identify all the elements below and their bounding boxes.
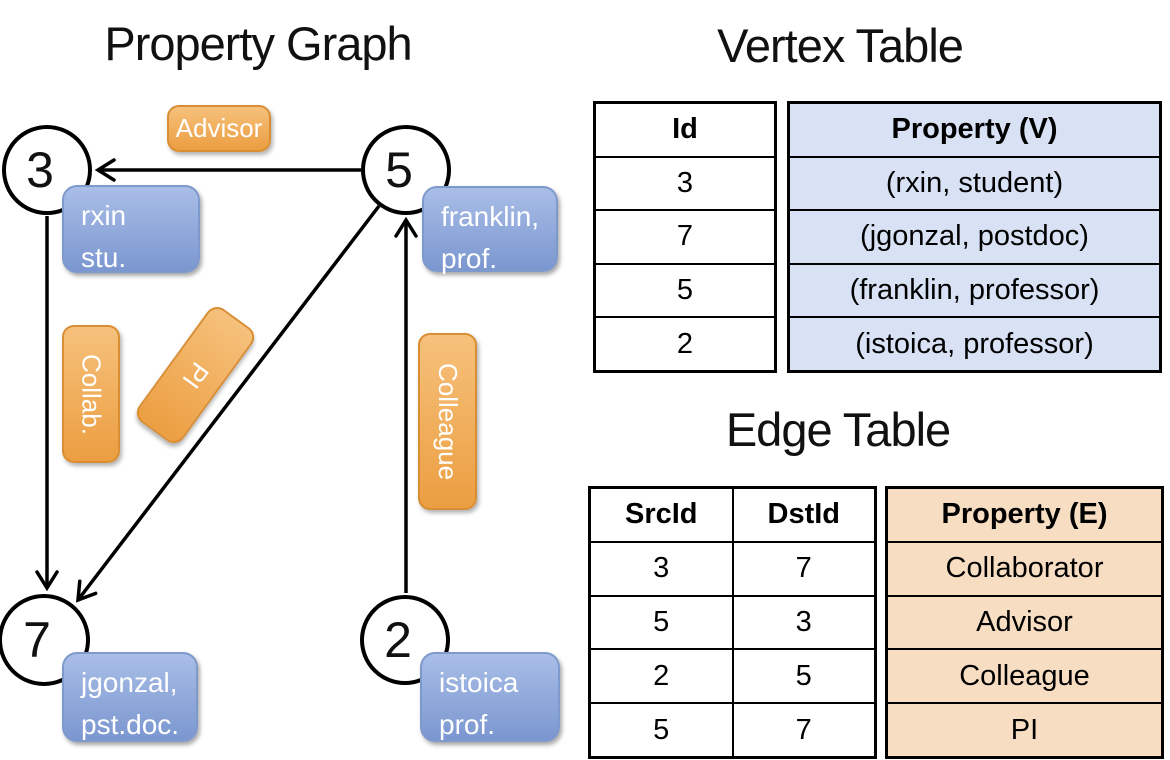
table-cell: 3 [596, 155, 774, 210]
vertex-property-line: pst.doc. [81, 709, 180, 740]
table-cell: 7 [731, 542, 875, 595]
table-cell: PI [888, 702, 1161, 756]
table-cell: 5 [596, 262, 774, 317]
vertex-property-box-5: franklin, prof. [422, 186, 558, 274]
edge-label-collaborator: Collab. [62, 325, 120, 463]
table-cell: 2 [653, 659, 670, 692]
edge-table-title: Edge Table [725, 403, 951, 456]
vertex-id-label: 7 [23, 612, 51, 668]
table-cell: 3 [731, 596, 875, 649]
table-row: 2 5 [591, 648, 875, 703]
graph-edges [35, 158, 418, 603]
vertex-table-property-column: Property (V) (rxin, student) (jgonzal, p… [787, 101, 1162, 373]
vertex-property-box-7: jgonzal, pst.doc. [62, 652, 198, 742]
table-cell: (istoica, professor) [790, 316, 1159, 370]
edge-table-header-srcid: SrcId [624, 498, 698, 531]
vertex-node-5: 5 [361, 125, 451, 215]
vertex-property-line: rxin [81, 200, 127, 231]
vertex-property-line: stu. [81, 242, 127, 273]
vertex-node-2: 2 [360, 595, 450, 685]
table-cell: (rxin, student) [790, 155, 1159, 210]
table-cell: 7 [596, 209, 774, 263]
vertex-property-box-3: rxin stu. [62, 185, 200, 273]
table-cell: 5 [653, 605, 670, 638]
property-graph-diagram: 3 5 7 2 rxin stu. franklin, prof. jgonza… [0, 105, 560, 742]
edge-label-advisor: Advisor [167, 105, 271, 152]
vertex-property-box-2: istoica prof. [420, 652, 560, 742]
edge-table-id-columns: SrcId DstId 3 7 5 3 2 5 5 7 [588, 486, 877, 759]
table-header-row: SrcId DstId [591, 489, 874, 541]
vertex-id-label: 5 [385, 142, 413, 198]
table-cell: (jgonzal, postdoc) [790, 209, 1159, 263]
vertex-table-header-id: Id [672, 113, 698, 146]
vertex-table-title: Vertex Table [717, 19, 964, 72]
table-cell: 3 [653, 552, 670, 585]
table-cell: Collaborator [888, 540, 1161, 595]
table-cell: 7 [731, 704, 875, 756]
table-row: 5 7 [591, 702, 874, 756]
table-cell: Colleague [888, 648, 1161, 702]
table-cell: 5 [653, 713, 670, 746]
table-row: 3 7 [591, 540, 875, 595]
table-cell: 5 [731, 650, 875, 703]
edge-table-header-property: Property (E) [941, 498, 1108, 531]
table-cell: 2 [596, 316, 774, 370]
vertex-property-line: prof. [441, 243, 498, 274]
edge-table-header-dstid: DstId [731, 489, 875, 541]
table-cell: (franklin, professor) [790, 262, 1159, 317]
vertex-property-line: franklin, [441, 201, 540, 232]
vertex-property-line: prof. [439, 709, 496, 740]
edge-pi-5-to-7 [75, 204, 381, 603]
vertex-table-id-column: Id 3 7 5 2 [593, 101, 777, 373]
vertex-property-line: istoica [439, 667, 519, 698]
vertex-id-label: 3 [26, 142, 54, 198]
property-graph-title: Property Graph [104, 17, 412, 70]
table-row: 5 3 [591, 594, 875, 649]
vertex-property-line: jgonzal, [81, 667, 178, 698]
table-cell: Advisor [888, 594, 1161, 649]
edge-label-colleague: Colleague [418, 333, 477, 510]
vertex-id-label: 2 [384, 612, 412, 668]
edge-table-property-column: Property (E) Collaborator Advisor Collea… [885, 486, 1164, 759]
vertex-table-header-property: Property (V) [891, 113, 1058, 146]
